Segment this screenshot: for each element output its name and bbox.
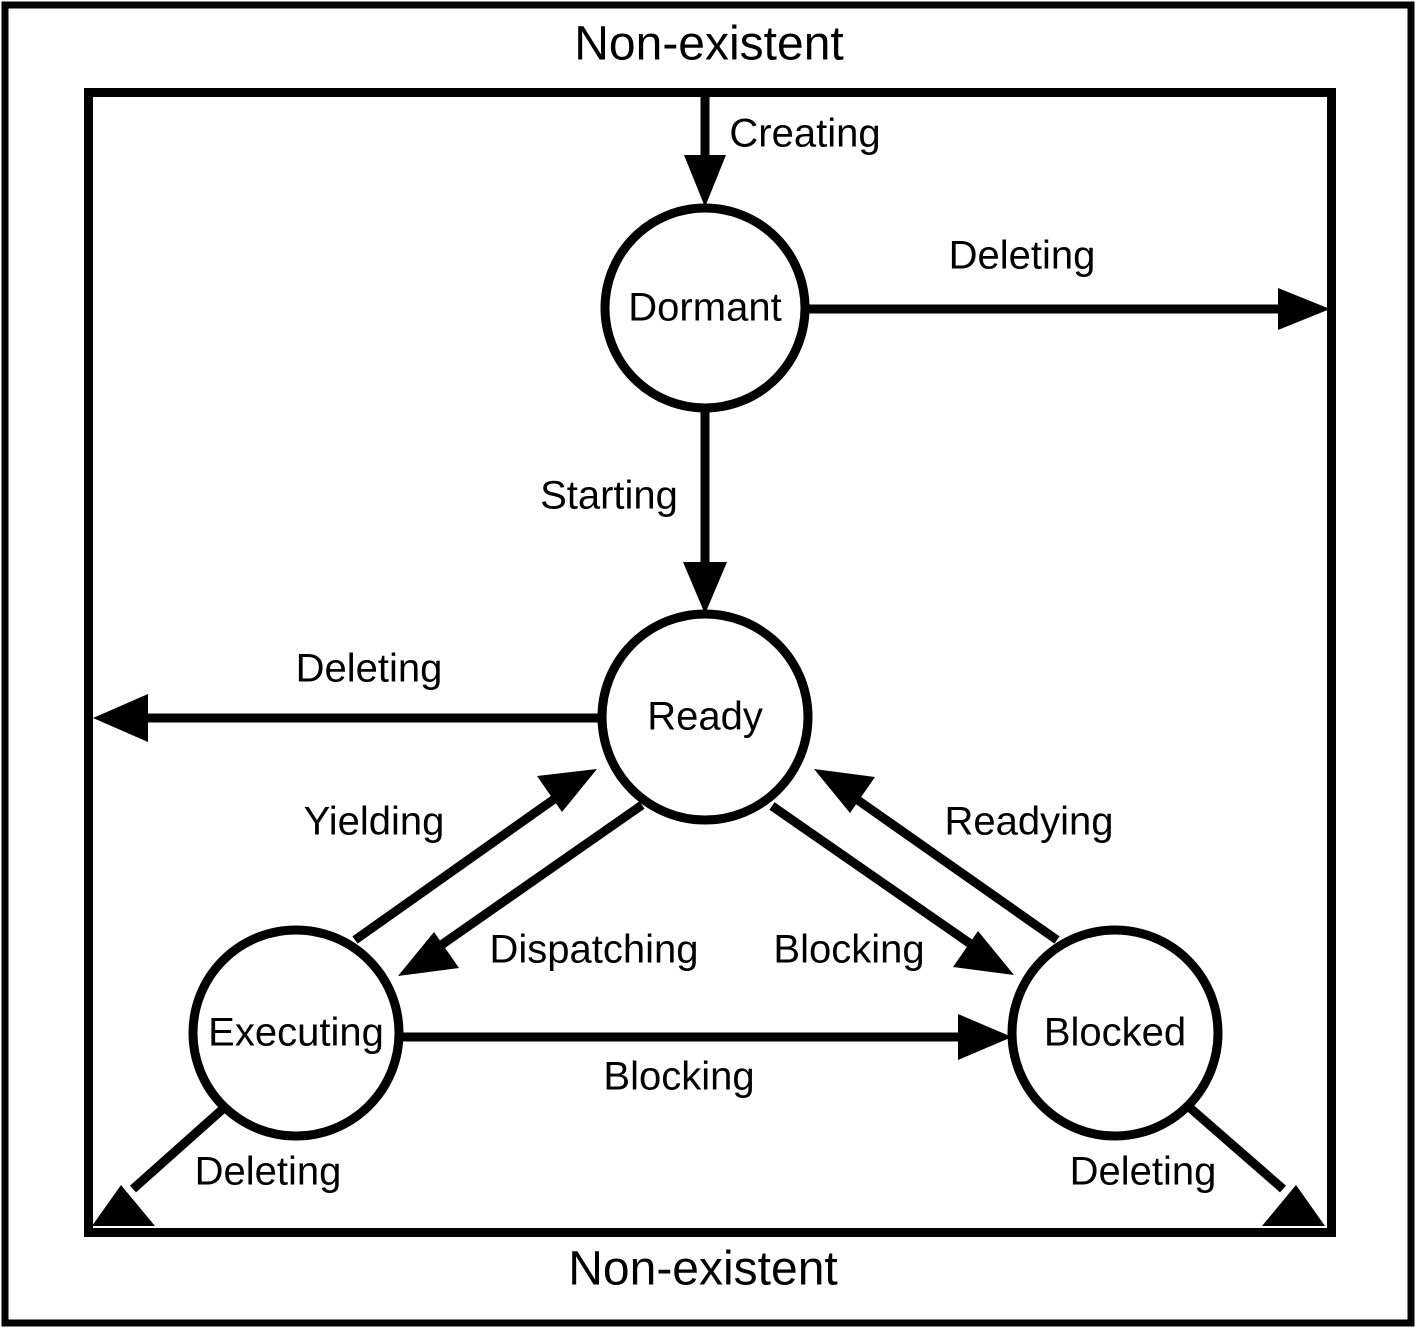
transition-label-deleting-ready: Deleting: [296, 647, 443, 691]
transition-deleting-blocked: Deleting: [1070, 1103, 1325, 1226]
readying-arrow-head: [814, 769, 875, 813]
region-label-top: Non-existent: [574, 18, 843, 71]
deleting-blocked-arrow-line: [1186, 1103, 1286, 1193]
blocking-ready-arrow-head: [953, 931, 1014, 975]
transition-blocking-ready: Blocking: [769, 802, 1014, 975]
ready-circle[interactable]: [597, 609, 813, 825]
dormant-circle[interactable]: [600, 203, 810, 413]
transition-label-deleting-blocked: Deleting: [1070, 1150, 1217, 1194]
state-node-executing[interactable]: Executing: [188, 925, 404, 1141]
executing-circle[interactable]: [188, 925, 404, 1141]
deleting-executing-arrow-line: [130, 1103, 228, 1193]
transition-label-blocking-ready: Blocking: [773, 928, 924, 972]
transition-label-dispatching: Dispatching: [489, 928, 698, 972]
deleting-executing-arrow-head: [92, 1185, 155, 1226]
state-label-dormant: Dormant: [628, 286, 781, 330]
transition-yielding: Yielding: [304, 769, 597, 944]
starting-arrow-head: [683, 562, 727, 614]
dispatching-arrow-line: [434, 801, 645, 952]
state-node-blocked[interactable]: Blocked: [1007, 925, 1223, 1141]
dispatching-arrow-head: [398, 932, 459, 976]
transition-deleting-executing: Deleting: [92, 1103, 342, 1226]
transition-label-blocking-executing: Blocking: [603, 1055, 754, 1099]
creating-arrow-head: [684, 155, 726, 207]
transition-label-yielding: Yielding: [304, 800, 445, 844]
state-label-blocked: Blocked: [1044, 1011, 1186, 1055]
region-label-bottom: Non-existent: [568, 1243, 837, 1296]
transition-blocking-executing: Blocking: [399, 1014, 1012, 1099]
state-node-ready[interactable]: Ready: [597, 609, 813, 825]
blocking-executing-arrow-head: [958, 1014, 1012, 1060]
inner-frame: [84, 88, 1336, 1237]
deleting-ready-arrow-head: [93, 694, 148, 742]
transition-label-creating: Creating: [729, 112, 880, 156]
deleting-blocked-arrow-head: [1262, 1185, 1325, 1226]
transition-dispatching: Dispatching: [398, 801, 699, 976]
transition-label-starting: Starting: [540, 474, 678, 518]
blocked-circle[interactable]: [1007, 925, 1223, 1141]
yielding-arrow-head: [537, 769, 597, 812]
readying-arrow-line: [849, 792, 1060, 944]
state-label-executing: Executing: [208, 1011, 384, 1055]
deleting-dormant-arrow-head: [1278, 288, 1330, 330]
state-label-ready: Ready: [647, 695, 763, 739]
transition-deleting-dormant: Deleting: [806, 234, 1330, 330]
transition-label-deleting-dormant: Deleting: [949, 234, 1096, 278]
transition-starting: Starting: [540, 410, 727, 614]
transition-label-deleting-executing: Deleting: [195, 1150, 342, 1194]
transition-creating: Creating: [684, 93, 881, 207]
blocking-ready-arrow-line: [769, 802, 978, 951]
transition-label-readying: Readying: [944, 800, 1113, 844]
transition-deleting-ready: Deleting: [93, 647, 600, 742]
transition-readying: Readying: [814, 769, 1114, 944]
yielding-arrow-line: [352, 791, 563, 944]
state-node-dormant[interactable]: Dormant: [600, 203, 810, 413]
